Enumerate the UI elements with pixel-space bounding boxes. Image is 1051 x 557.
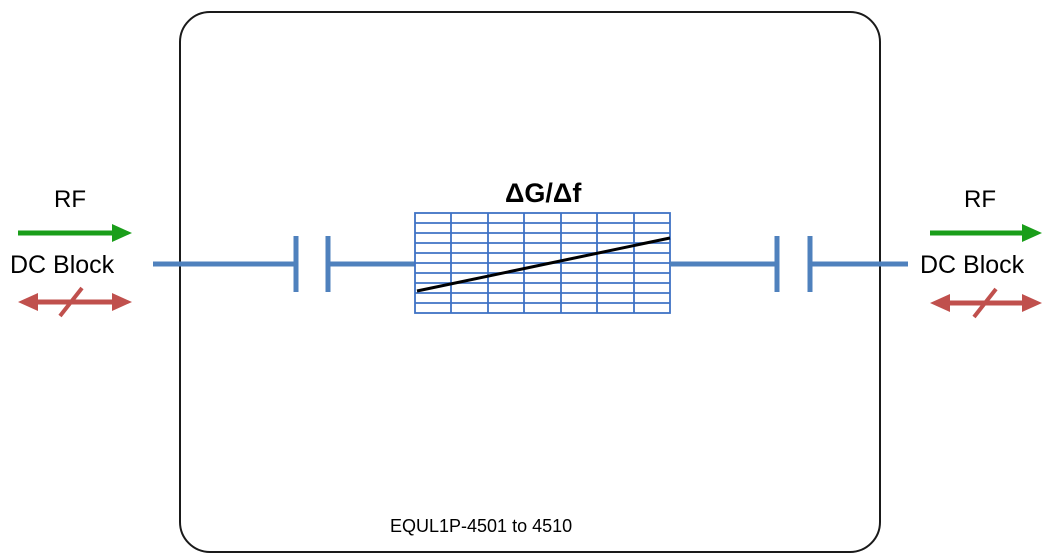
left-dc-block-label: DC Block [10,251,115,279]
right-dc-block-arrow-icon [930,287,1042,319]
module-outline [179,11,881,553]
right-dc-block-label: DC Block [920,251,1025,279]
left-dc-block-arrow-icon [18,286,132,318]
equalizer-grid [414,212,671,314]
gain-slope-line [416,236,671,293]
left-rf-label: RF [54,186,86,213]
right-rf-label: RF [964,186,996,213]
part-number-label: EQUL1P-4501 to 4510 [390,516,573,536]
block-title: ΔG/Δf [505,178,582,208]
